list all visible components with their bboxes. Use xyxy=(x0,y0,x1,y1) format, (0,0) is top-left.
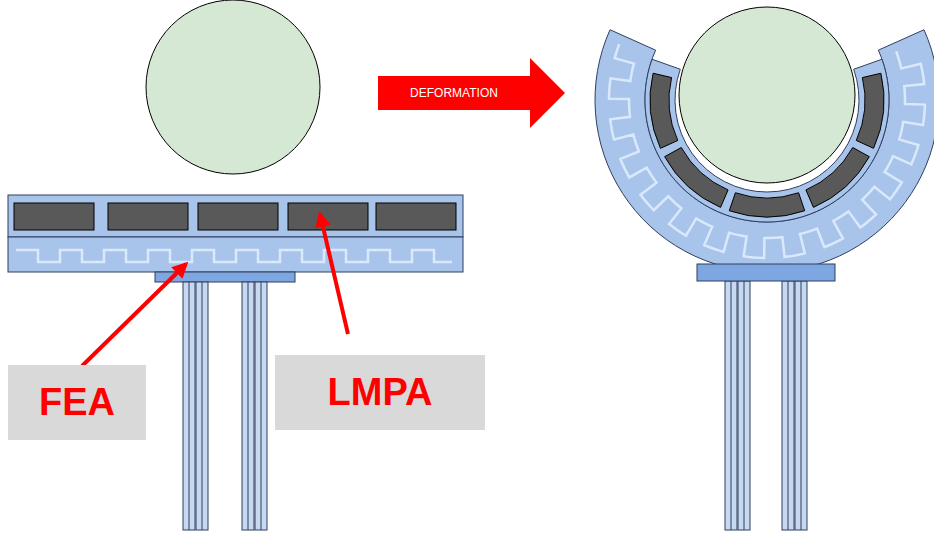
tube-wall xyxy=(788,281,789,530)
fea-layer xyxy=(8,237,463,272)
mount-plate xyxy=(697,264,835,281)
lmpa-segment xyxy=(729,193,804,217)
tube xyxy=(255,282,267,530)
arrow-body xyxy=(378,58,565,128)
lmpa-segment xyxy=(198,203,278,230)
tube-wall xyxy=(248,282,249,530)
lmpa-segments xyxy=(14,203,456,230)
part-label: FEA xyxy=(39,381,115,424)
lmpa-segment xyxy=(856,73,884,148)
label-box: LMPA xyxy=(275,355,485,430)
text-holder: DEFORMATION xyxy=(378,58,530,128)
tube-wall xyxy=(744,281,745,530)
tube xyxy=(242,282,254,530)
tube-wall xyxy=(801,281,802,530)
lmpa-layer xyxy=(8,195,463,237)
lmpa-segment xyxy=(288,203,368,230)
leader-arrow xyxy=(320,214,348,334)
label-box: FEA xyxy=(8,365,146,440)
leader-arrow xyxy=(82,264,186,366)
lmpa-segment xyxy=(108,203,188,230)
tube xyxy=(196,282,208,530)
part-label: LMPA xyxy=(328,371,433,414)
arrow-label: DEFORMATION xyxy=(410,86,498,100)
supply-tubes xyxy=(183,281,807,530)
tube xyxy=(782,281,794,530)
object-circle xyxy=(679,7,855,183)
tube-wall xyxy=(189,282,190,530)
tube xyxy=(795,281,807,530)
lmpa-segment xyxy=(650,73,678,148)
text-holder: LMPA xyxy=(275,355,485,430)
tube xyxy=(183,282,195,530)
deformation-arrow: DEFORMATION xyxy=(378,58,565,128)
lmpa-segment xyxy=(376,203,456,230)
tube xyxy=(725,281,737,530)
text-holder: FEA xyxy=(8,365,146,440)
tube-wall xyxy=(731,281,732,530)
tube-wall xyxy=(202,282,203,530)
tube-wall xyxy=(261,282,262,530)
fea-channel xyxy=(16,250,452,262)
lmpa-segment xyxy=(14,203,94,230)
tube xyxy=(738,281,750,530)
object-circle xyxy=(146,0,320,174)
